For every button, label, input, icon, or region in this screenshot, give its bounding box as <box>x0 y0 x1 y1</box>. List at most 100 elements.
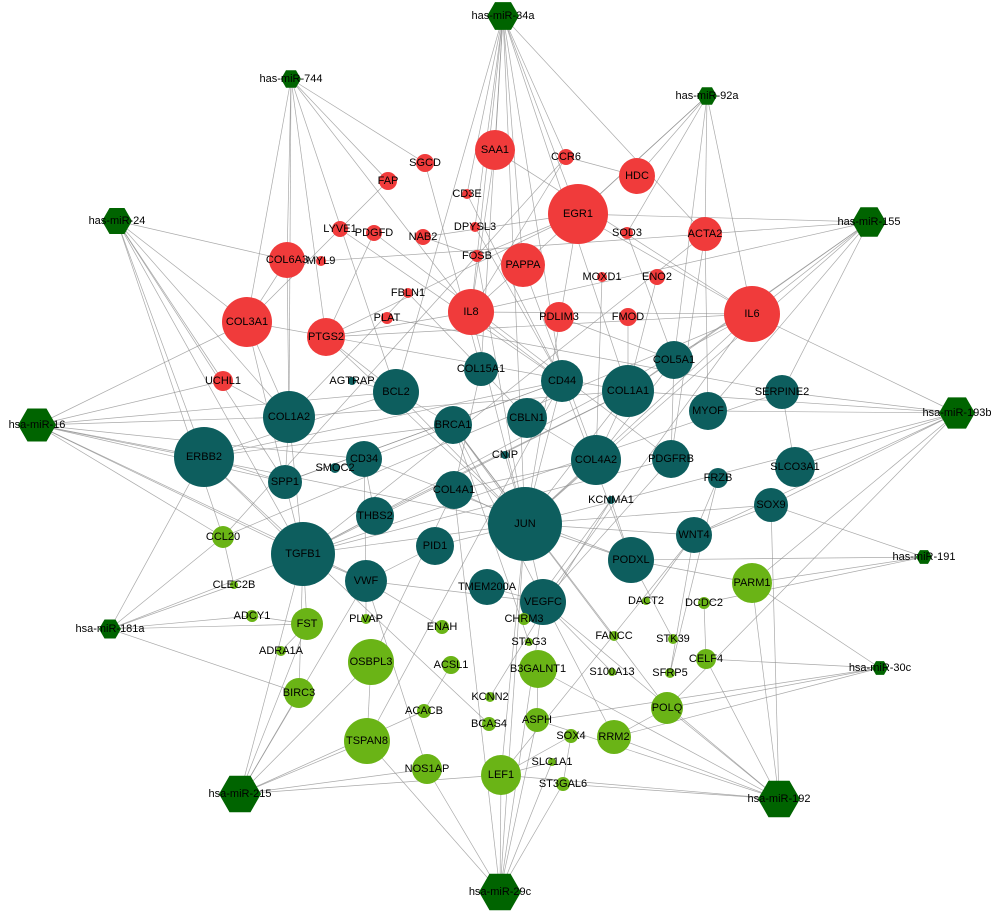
node-acta2[interactable] <box>688 217 722 251</box>
node-uchl1[interactable] <box>213 371 233 391</box>
node-hsa-mir-16[interactable] <box>18 408 56 442</box>
node-hsa-mir-181a[interactable] <box>99 619 121 639</box>
node-hsa-mir-191[interactable] <box>916 550 932 564</box>
node-cd3e[interactable] <box>462 189 472 199</box>
node-brca1[interactable] <box>434 406 472 444</box>
node-tspan8[interactable] <box>344 718 390 764</box>
node-il8[interactable] <box>448 289 494 335</box>
node-hsa-mir-215[interactable] <box>219 775 261 813</box>
node-stk39[interactable] <box>668 634 678 644</box>
node-adcy1[interactable] <box>246 610 258 622</box>
node-bcas4[interactable] <box>482 717 496 731</box>
node-st3gal6[interactable] <box>556 777 570 791</box>
node-hsa-mir-34a[interactable] <box>487 2 519 30</box>
node-nos1ap[interactable] <box>412 754 442 784</box>
node-ccl20[interactable] <box>212 526 234 548</box>
node-fst[interactable] <box>291 608 323 640</box>
node-fosb[interactable] <box>471 250 483 262</box>
node-cbln1[interactable] <box>507 398 547 438</box>
node-saa1[interactable] <box>475 130 515 170</box>
node-podxl[interactable] <box>608 537 654 583</box>
node-b3galnt1[interactable] <box>519 650 557 688</box>
node-egr1[interactable] <box>548 184 608 244</box>
node-birc3[interactable] <box>284 678 314 708</box>
node-hsa-mir-30c[interactable] <box>872 661 888 675</box>
node-kcnn2[interactable] <box>485 692 495 702</box>
node-pdgfd[interactable] <box>366 225 382 241</box>
node-dact2[interactable] <box>642 597 650 605</box>
node-moxd1[interactable] <box>597 272 607 282</box>
node-frzb[interactable] <box>708 468 728 488</box>
node-hsa-mir-155[interactable] <box>852 207 886 237</box>
node-thbs2[interactable] <box>356 497 394 535</box>
node-col4a2[interactable] <box>571 435 621 485</box>
node-rrm2[interactable] <box>597 720 631 754</box>
node-fmod[interactable] <box>619 308 637 326</box>
node-sgcd[interactable] <box>416 154 434 172</box>
node-jun[interactable] <box>488 487 562 561</box>
node-lyve1[interactable] <box>332 221 348 237</box>
node-stag3[interactable] <box>525 638 533 646</box>
node-plat[interactable] <box>381 312 393 324</box>
node-vegfc[interactable] <box>520 579 566 625</box>
node-cd44[interactable] <box>541 360 583 402</box>
node-dcdc2[interactable] <box>698 597 710 609</box>
node-col1a2[interactable] <box>263 391 315 443</box>
node-pappa[interactable] <box>501 243 545 287</box>
node-parm1[interactable] <box>732 563 772 603</box>
node-sfrp5[interactable] <box>665 668 675 678</box>
node-hsa-mir-744[interactable] <box>281 70 301 88</box>
node-tmem200a[interactable] <box>469 569 505 605</box>
node-hsa-mir-192[interactable] <box>758 780 800 818</box>
node-kcnma1[interactable] <box>607 496 615 504</box>
node-acsl1[interactable] <box>442 656 460 674</box>
node-il6[interactable] <box>724 286 780 342</box>
node-ptgs2[interactable] <box>307 318 345 356</box>
node-sox9[interactable] <box>754 488 788 522</box>
node-hsa-mir-29c[interactable] <box>479 873 521 911</box>
node-col4a1[interactable] <box>435 471 473 509</box>
node-pdlim3[interactable] <box>544 302 574 332</box>
node-nab2[interactable] <box>415 229 431 245</box>
node-tgfb1[interactable] <box>271 522 335 586</box>
node-pid1[interactable] <box>416 527 454 565</box>
node-s100a13[interactable] <box>608 668 616 676</box>
node-fap[interactable] <box>379 172 397 190</box>
node-fbln1[interactable] <box>403 288 413 298</box>
node-osbpl3[interactable] <box>348 639 394 685</box>
node-smoc2[interactable] <box>330 463 340 473</box>
node-cd34[interactable] <box>346 441 382 477</box>
node-hsa-mir-24[interactable] <box>102 208 132 234</box>
node-celf4[interactable] <box>696 649 716 669</box>
node-agtrap[interactable] <box>348 377 356 385</box>
node-eno2[interactable] <box>649 269 665 285</box>
node-ccr6[interactable] <box>558 149 574 165</box>
node-enah[interactable] <box>435 620 449 634</box>
node-spp1[interactable] <box>268 465 302 499</box>
node-col1a1[interactable] <box>602 365 654 417</box>
node-adra1a[interactable] <box>276 646 286 656</box>
node-myof[interactable] <box>689 392 727 430</box>
node-sod3[interactable] <box>621 227 633 239</box>
node-wnt4[interactable] <box>676 517 712 553</box>
node-hsa-mir-92a[interactable] <box>697 87 717 105</box>
node-sox4[interactable] <box>564 729 578 743</box>
node-col5a1[interactable] <box>655 341 693 379</box>
node-dpysl3[interactable] <box>470 222 480 232</box>
node-cnip[interactable] <box>501 451 509 459</box>
node-pdgfrb[interactable] <box>652 440 690 478</box>
node-erbb2[interactable] <box>174 427 234 487</box>
node-slc1a1[interactable] <box>548 758 556 766</box>
node-bcl2[interactable] <box>373 369 419 415</box>
node-slco3a1[interactable] <box>775 447 815 487</box>
node-acacb[interactable] <box>417 704 431 718</box>
node-lef1[interactable] <box>481 755 521 795</box>
node-fancc[interactable] <box>609 631 619 641</box>
node-asph[interactable] <box>525 708 549 732</box>
node-myl9[interactable] <box>316 256 326 266</box>
node-col3a1[interactable] <box>222 297 272 347</box>
node-plvap[interactable] <box>361 614 371 624</box>
node-serpine2[interactable] <box>765 375 799 409</box>
node-chrm3[interactable] <box>518 613 530 625</box>
node-polq[interactable] <box>651 692 683 724</box>
